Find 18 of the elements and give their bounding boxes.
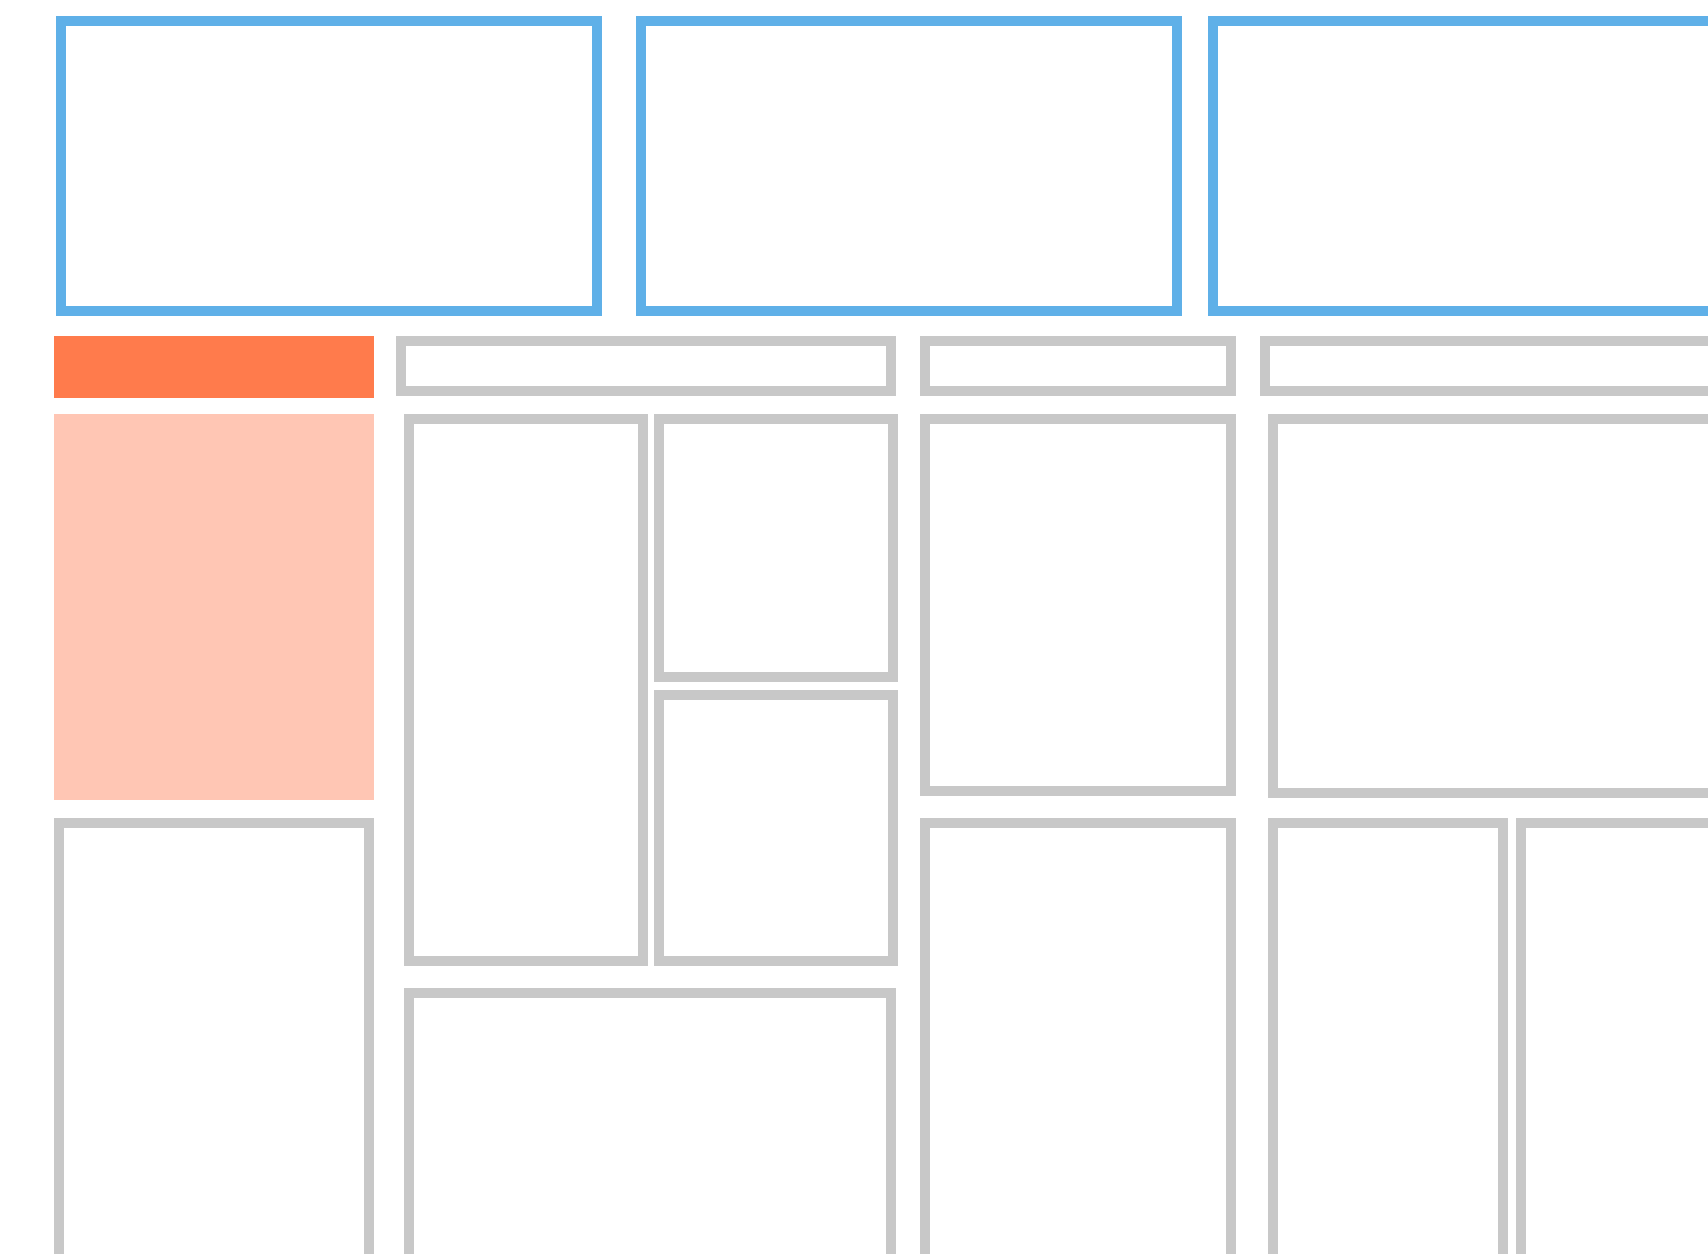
- panel-box: [404, 414, 648, 966]
- panel-box: [1516, 818, 1708, 1254]
- panel-box: [1268, 818, 1508, 1254]
- header-bar: [54, 336, 374, 398]
- panel-box: [1268, 414, 1708, 798]
- panel-box: [654, 690, 898, 966]
- panel-box: [920, 414, 1236, 796]
- panel-box: [636, 16, 1182, 316]
- panel-box: [654, 414, 898, 682]
- panel-box: [54, 818, 374, 1254]
- header-bar: [920, 336, 1236, 396]
- header-bar: [396, 336, 896, 396]
- header-bar: [1260, 336, 1708, 396]
- panel-box: [404, 988, 896, 1254]
- panel-box: [1208, 16, 1708, 316]
- panel-box: [56, 16, 602, 316]
- highlighted-panel: [54, 414, 374, 800]
- panel-box: [920, 818, 1236, 1254]
